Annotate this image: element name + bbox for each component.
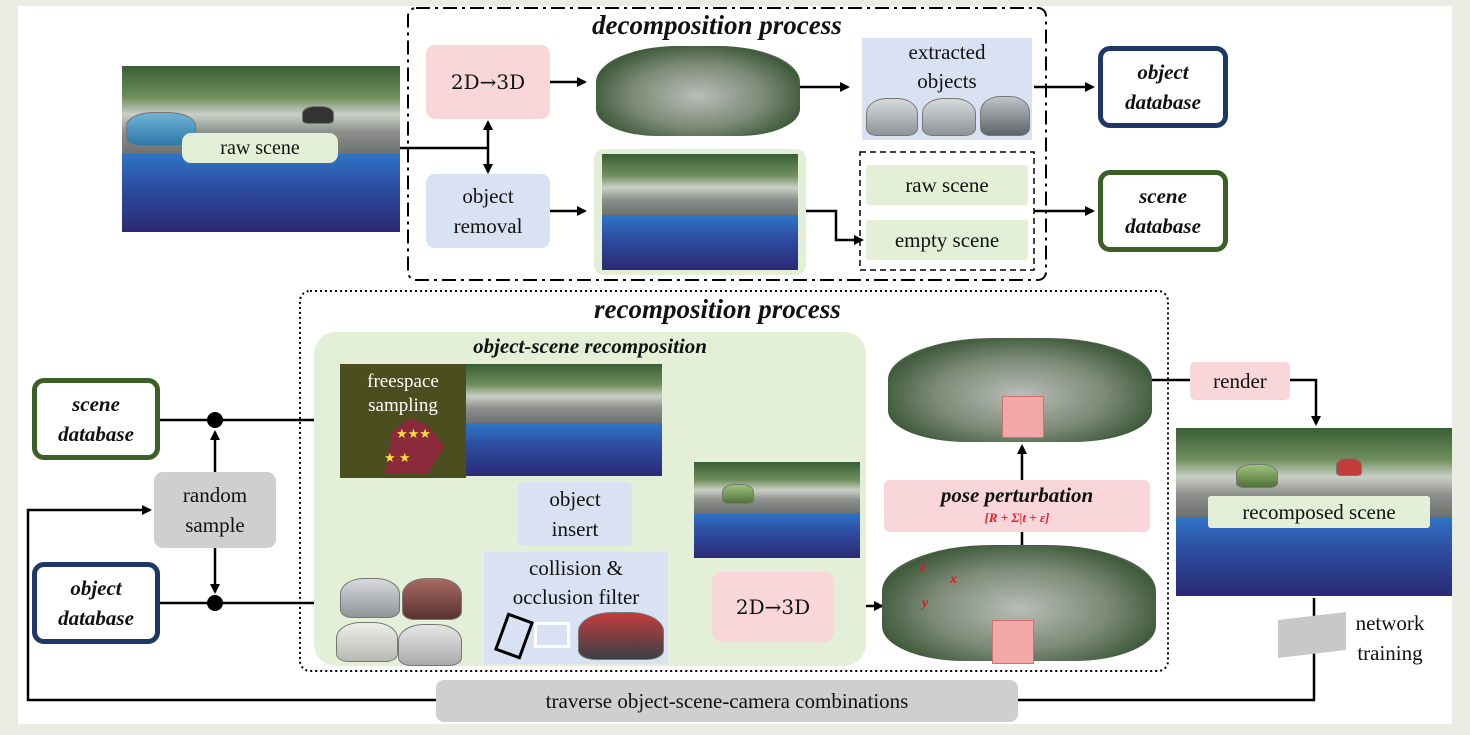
pose-perturbation-label: pose perturbation	[940, 483, 1094, 507]
extracted-objects-label: extracted objects	[908, 40, 986, 93]
extracted-car-3	[980, 96, 1030, 136]
collision-filter-label: collision & occlusion filter	[512, 556, 640, 609]
lift-2d-3d-box: 2D→3D	[426, 45, 550, 119]
pose-perturbation-box: pose perturbation [R + Σ|t + ε]	[884, 480, 1150, 532]
pose-formula: [R + Σ|t + ε]	[984, 510, 1050, 525]
empty-scene-output: empty scene	[866, 220, 1028, 260]
extracted-car-1	[866, 98, 918, 136]
object-scene-recomposition-title: object-scene recomposition	[473, 334, 707, 358]
original-bbox	[992, 620, 1034, 664]
random-sample-box: random sample	[154, 472, 276, 548]
recomposed-scene-label: recomposed scene	[1208, 496, 1430, 528]
lift-2d-3d-box-2: 2D→3D	[712, 572, 834, 642]
scene-database-top: scene database	[1098, 170, 1228, 252]
freespace-sampling-image: freespace sampling ★★★ ★ ★	[340, 364, 466, 478]
point-cloud-image	[596, 46, 800, 136]
decomposition-title: decomposition process	[592, 10, 842, 40]
object-car-3	[336, 622, 398, 662]
extracted-car-2	[922, 98, 976, 136]
object-database-top: object database	[1098, 46, 1228, 128]
raw-scene-label: raw scene	[182, 133, 338, 163]
bbox-white-icon	[534, 622, 570, 648]
axis-z-label: z	[920, 560, 926, 575]
axis-x-label: x	[950, 572, 957, 587]
perturbed-bbox	[1002, 396, 1044, 438]
scene-database: scene database	[32, 378, 160, 460]
network-training-label: network training	[1355, 611, 1425, 665]
object-insert-box: object insert	[518, 482, 632, 546]
decomposition-frame	[407, 7, 1047, 281]
inserted-scene-image	[694, 462, 860, 558]
network-icon	[1278, 612, 1346, 658]
occluded-car	[578, 612, 664, 660]
inpainted-scene-image	[602, 154, 798, 270]
axis-y-label: y	[922, 596, 929, 611]
sample-star-icon: ★ ★	[384, 450, 411, 465]
sampled-scene-image	[466, 364, 662, 476]
object-car-4	[398, 624, 462, 666]
render-box: render	[1190, 362, 1290, 400]
traverse-box: traverse object-scene-camera combination…	[436, 680, 1018, 722]
raw-scene-output: raw scene	[866, 165, 1028, 205]
object-removal-box: object removal	[426, 174, 550, 248]
object-car-1	[340, 578, 400, 618]
object-car-2	[402, 578, 462, 620]
recomposition-title: recomposition process	[594, 294, 841, 324]
freespace-sampling-label: freespace sampling	[367, 371, 439, 416]
sample-star-icon: ★★★	[396, 426, 431, 441]
object-database: object database	[32, 562, 160, 644]
